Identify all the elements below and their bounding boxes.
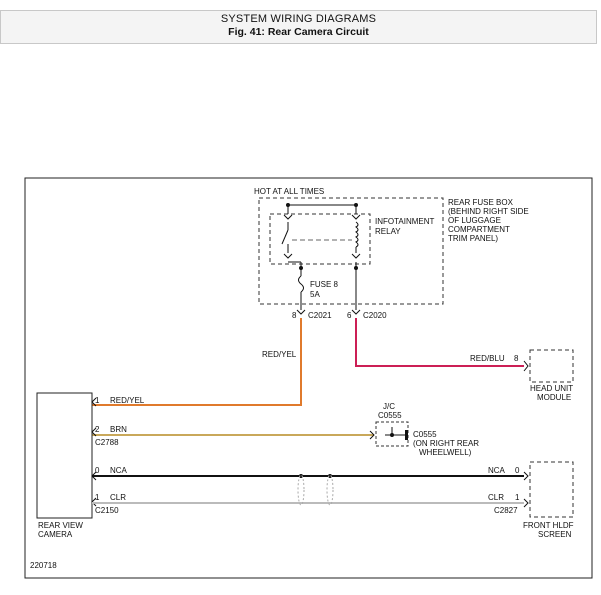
camera-pin-2: 2 xyxy=(95,425,100,434)
head-unit-module xyxy=(529,349,574,383)
screen-pin-0: 0 xyxy=(515,466,520,475)
connector-c2020: C2020 xyxy=(363,311,387,320)
camera-pin-1: 1 xyxy=(95,396,100,405)
camera-wire-clr: CLR xyxy=(110,493,126,502)
fuse-box-line-4: COMPARTMENT xyxy=(448,225,510,234)
screen-connector-pin-0 xyxy=(523,471,529,481)
screen-label-2: SCREEN xyxy=(538,530,572,539)
wire-red-blu-label: RED/BLU xyxy=(470,354,505,363)
rear-fuse-box xyxy=(258,197,444,305)
wire-brn-connector-symbol xyxy=(369,430,375,440)
relay-output-junction xyxy=(299,266,303,270)
head-unit-label-1: HEAD UNIT xyxy=(530,384,573,393)
header-title: SYSTEM WIRING DIAGRAMS xyxy=(220,13,377,25)
fuse-box-line-5: TRIM PANEL) xyxy=(448,234,498,243)
hot-label: HOT AT ALL TIMES xyxy=(254,187,324,196)
camera-pin-0: 0 xyxy=(95,466,100,475)
jc-label: J/C xyxy=(383,402,395,411)
camera-pin-1b: 1 xyxy=(95,493,100,502)
junction-c0555-terminal xyxy=(405,430,408,440)
screen-label-1: FRONT HLDF xyxy=(523,521,574,530)
c0555-label-2: (ON RIGHT REAR xyxy=(413,439,479,448)
relay-label-2: RELAY xyxy=(375,227,401,236)
connector-c2788: C2788 xyxy=(95,438,119,447)
c0555-label-1: C0555 xyxy=(413,430,437,439)
connector-c2827: C2827 xyxy=(494,506,518,515)
fuse-rating: 5A xyxy=(310,290,320,299)
relay-coil-terminal-top xyxy=(351,214,361,220)
connector-c2020-symbol xyxy=(351,309,361,315)
infotainment-relay xyxy=(269,213,371,265)
camera-wire-nca: NCA xyxy=(110,466,128,475)
twisted-pair-shield-right xyxy=(326,474,334,506)
fuse-8 xyxy=(298,275,304,293)
header-subtitle: Fig. 41: Rear Camera Circuit xyxy=(228,26,369,38)
fuse-box-line-1: REAR FUSE BOX xyxy=(448,198,514,207)
head-unit-connector-symbol xyxy=(523,360,529,372)
fuse-label: FUSE 8 xyxy=(310,280,339,289)
front-hldf-screen xyxy=(529,461,574,518)
wire-red-yel-label: RED/YEL xyxy=(262,350,297,359)
camera-label-2: CAMERA xyxy=(38,530,73,539)
pin-6: 6 xyxy=(347,311,352,320)
connector-c2021: C2021 xyxy=(308,311,332,320)
reference-number: 220718 xyxy=(30,561,57,570)
relay-switch-terminal-top xyxy=(283,214,293,220)
twisted-pair-shield-left xyxy=(297,474,305,506)
screen-wire-nca: NCA xyxy=(488,466,506,475)
relay-coil-junction xyxy=(354,266,358,270)
relay-switch-contact xyxy=(281,229,289,245)
connector-c2021-symbol xyxy=(296,309,306,315)
head-unit-label-2: MODULE xyxy=(537,393,571,402)
screen-connector-pin-1 xyxy=(523,498,529,508)
relay-coil xyxy=(355,221,359,248)
head-unit-pin: 8 xyxy=(514,354,519,363)
camera-wire-red-yel: RED/YEL xyxy=(110,396,145,405)
camera-label-1: REAR VIEW xyxy=(38,521,83,530)
camera-connector-pin-2 xyxy=(91,427,97,437)
wire-red-yel xyxy=(92,318,302,406)
fuse-box-line-2: (BEHIND RIGHT SIDE xyxy=(448,207,529,216)
relay-switch-terminal-bottom xyxy=(283,253,293,259)
wire-red-blu xyxy=(355,318,524,367)
screen-wire-clr: CLR xyxy=(488,493,504,502)
page-header: SYSTEM WIRING DIAGRAMS Fig. 41: Rear Cam… xyxy=(0,10,597,44)
junction-c0555 xyxy=(375,421,409,447)
pin-8: 8 xyxy=(292,311,297,320)
rear-view-camera xyxy=(36,392,93,519)
connector-c2150: C2150 xyxy=(95,506,119,515)
jc-connector-label: C0555 xyxy=(378,411,402,420)
screen-pin-1: 1 xyxy=(515,493,520,502)
relay-label-1: INFOTAINMENT xyxy=(375,217,435,226)
c0555-label-3: WHEELWELL) xyxy=(419,448,472,457)
fuse-box-line-3: OF LUGGAGE xyxy=(448,216,501,225)
diagram-frame xyxy=(24,177,593,579)
camera-wire-brn: BRN xyxy=(110,425,127,434)
camera-connector-pin-1 xyxy=(91,397,97,407)
relay-coil-terminal-bottom xyxy=(351,253,361,259)
